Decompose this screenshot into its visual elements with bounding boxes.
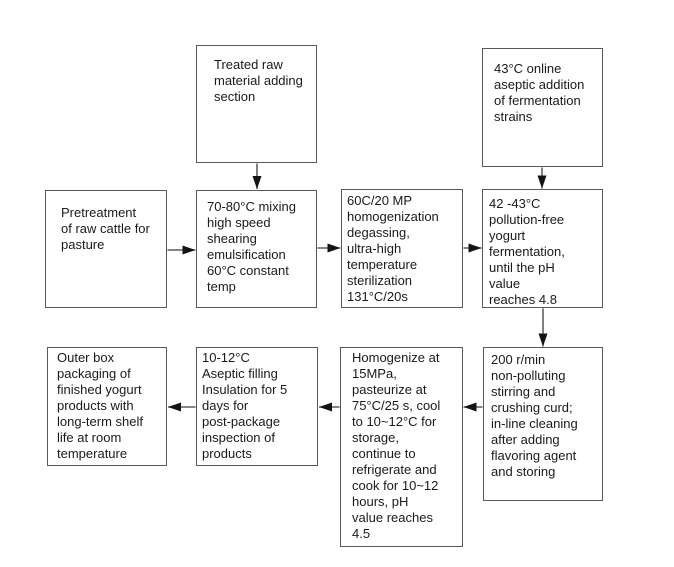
node-outer-box-packaging: Outer box packaging of finished yogurt p… xyxy=(47,347,167,466)
node-aseptic-filling: 10-12°C Aseptic filling Insulation for 5… xyxy=(196,347,318,466)
node-stirring-crushing: 200 r/min non-polluting stirring and cru… xyxy=(483,347,603,501)
node-homogenization-sterilization: 60C/20 MP homogenization degassing, ultr… xyxy=(341,189,463,308)
node-homogenize-pasteurize-storage: Homogenize at 15MPa, pasteurize at 75°C/… xyxy=(340,347,463,547)
node-pretreatment: Pretreatment of raw cattle for pasture xyxy=(45,190,167,308)
node-fermentation-strains-addition: 43°C online aseptic addition of fermenta… xyxy=(482,48,603,167)
node-treated-raw-material: Treated raw material adding section xyxy=(196,45,317,163)
node-mixing-emulsification: 70-80°C mixing high speed shearing emuls… xyxy=(196,190,317,308)
node-yogurt-fermentation: 42 -43°C pollution-free yogurt fermentat… xyxy=(482,189,603,308)
